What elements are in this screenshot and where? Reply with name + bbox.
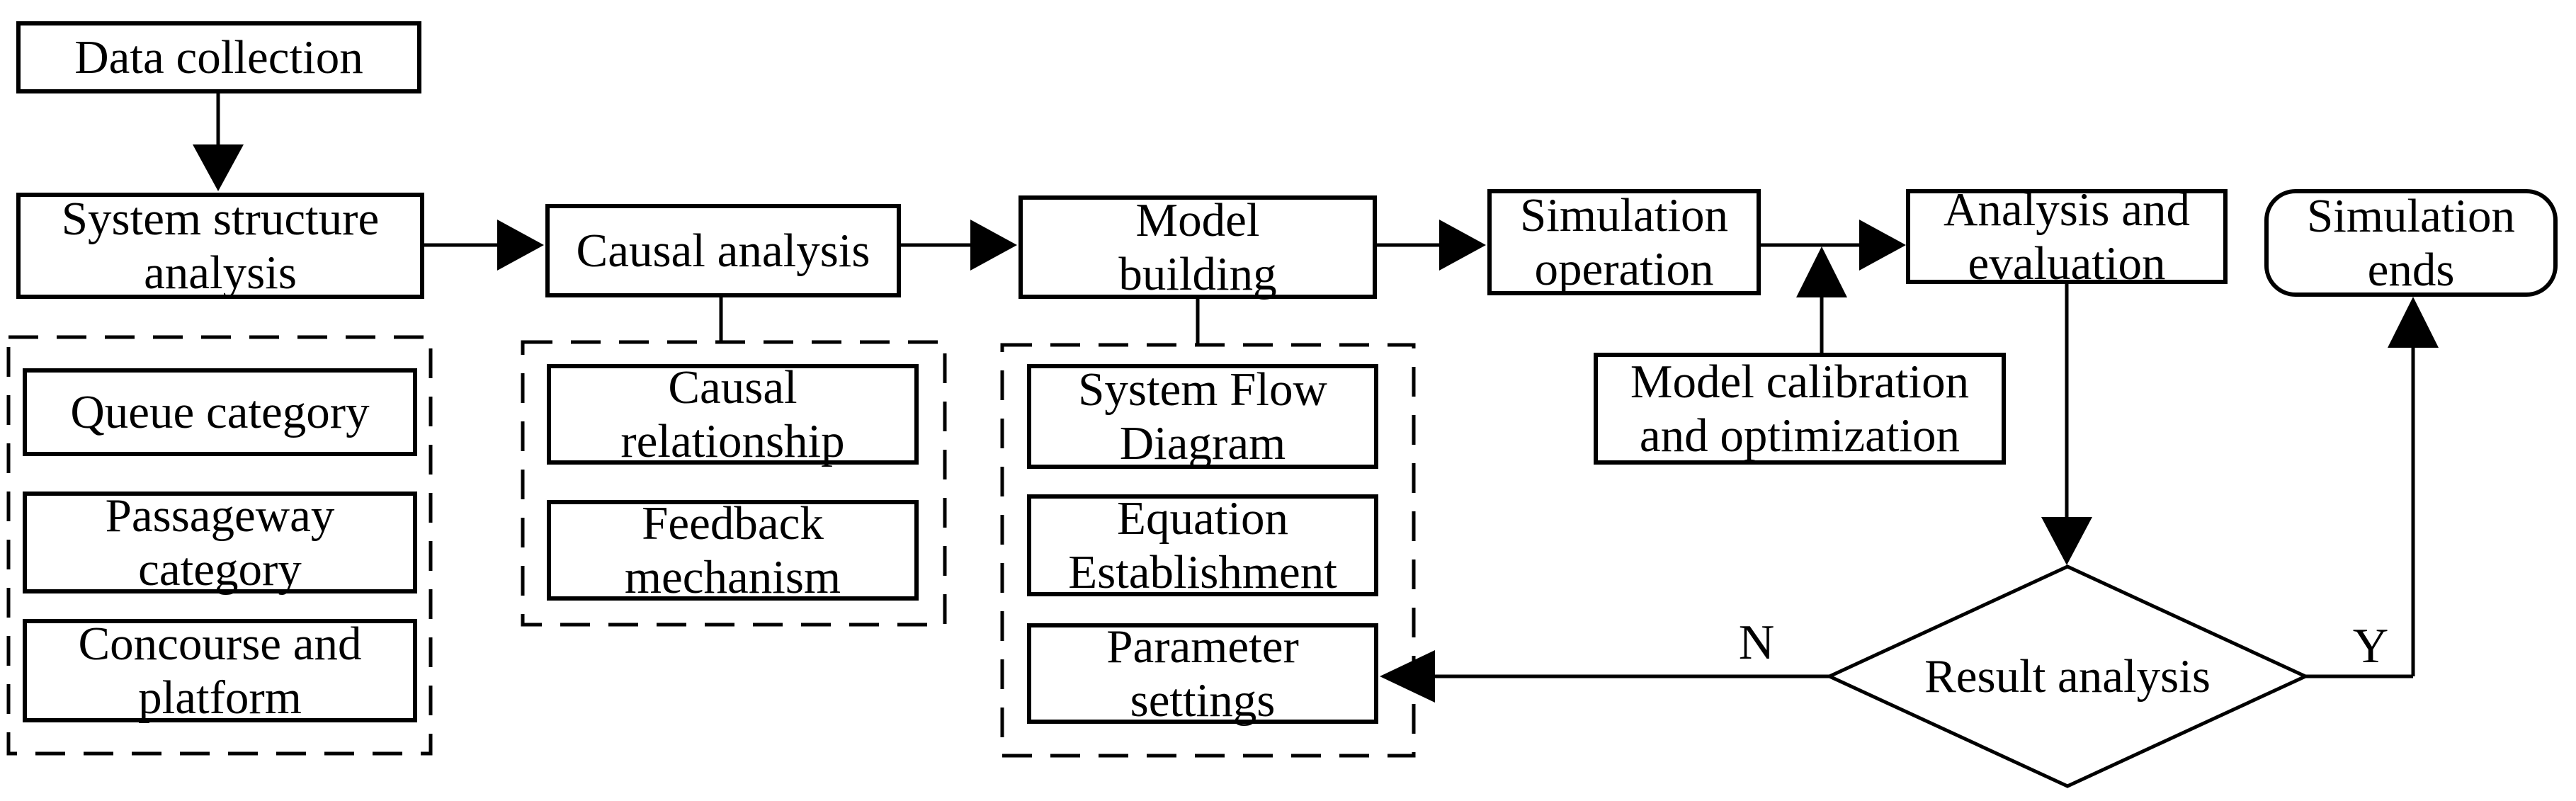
node-concourse-and-platform: Concourse and platform — [23, 618, 417, 724]
node-simulation-ends: Simulation ends — [2264, 189, 2558, 297]
node-model-building: Model building — [1019, 194, 1377, 300]
model-building-details-group — [1000, 343, 1416, 758]
node-passageway-category: Passageway category — [23, 489, 417, 596]
node-analysis-and-evaluation: Analysis and evaluation — [1906, 183, 2228, 290]
arrowhead-into-diamond — [2041, 517, 2092, 565]
node-result-analysis-label: Result analysis — [1924, 649, 2211, 703]
node-model-calibration: Model calibration and optimization — [1594, 353, 2006, 465]
arrowhead-into-parameter-settings — [1380, 650, 1435, 703]
system-structure-details-group — [6, 335, 433, 756]
arrowhead-into-simulation-ends — [2388, 297, 2439, 348]
node-simulation-operation: Simulation operation — [1487, 189, 1761, 295]
node-data-collection: Data collection — [16, 21, 421, 93]
node-equation-establishment: Equation Establishment — [1027, 492, 1378, 598]
node-causal-analysis: Causal analysis — [545, 204, 901, 297]
node-queue-category: Queue category — [23, 368, 417, 456]
arrowhead-calibration-up — [1796, 246, 1847, 297]
causal-analysis-details-group — [521, 340, 947, 627]
arrowhead-into-causal — [497, 220, 544, 271]
arrowhead-into-simulation — [1439, 220, 1486, 271]
node-system-flow-diagram: System Flow Diagram — [1027, 363, 1378, 470]
branch-label-yes: Y — [2352, 619, 2389, 674]
arrowhead-into-model — [970, 220, 1017, 271]
node-parameter-settings: Parameter settings — [1027, 620, 1378, 727]
branch-label-no: N — [1738, 615, 1775, 670]
node-causal-relationship: Causal relationship — [547, 361, 919, 467]
node-feedback-mechanism: Feedback mechanism — [547, 497, 919, 603]
arrowhead-into-evaluation — [1859, 220, 1906, 271]
arrowhead-into-structure — [193, 144, 244, 191]
node-system-structure-analysis: System structure analysis — [16, 193, 424, 299]
